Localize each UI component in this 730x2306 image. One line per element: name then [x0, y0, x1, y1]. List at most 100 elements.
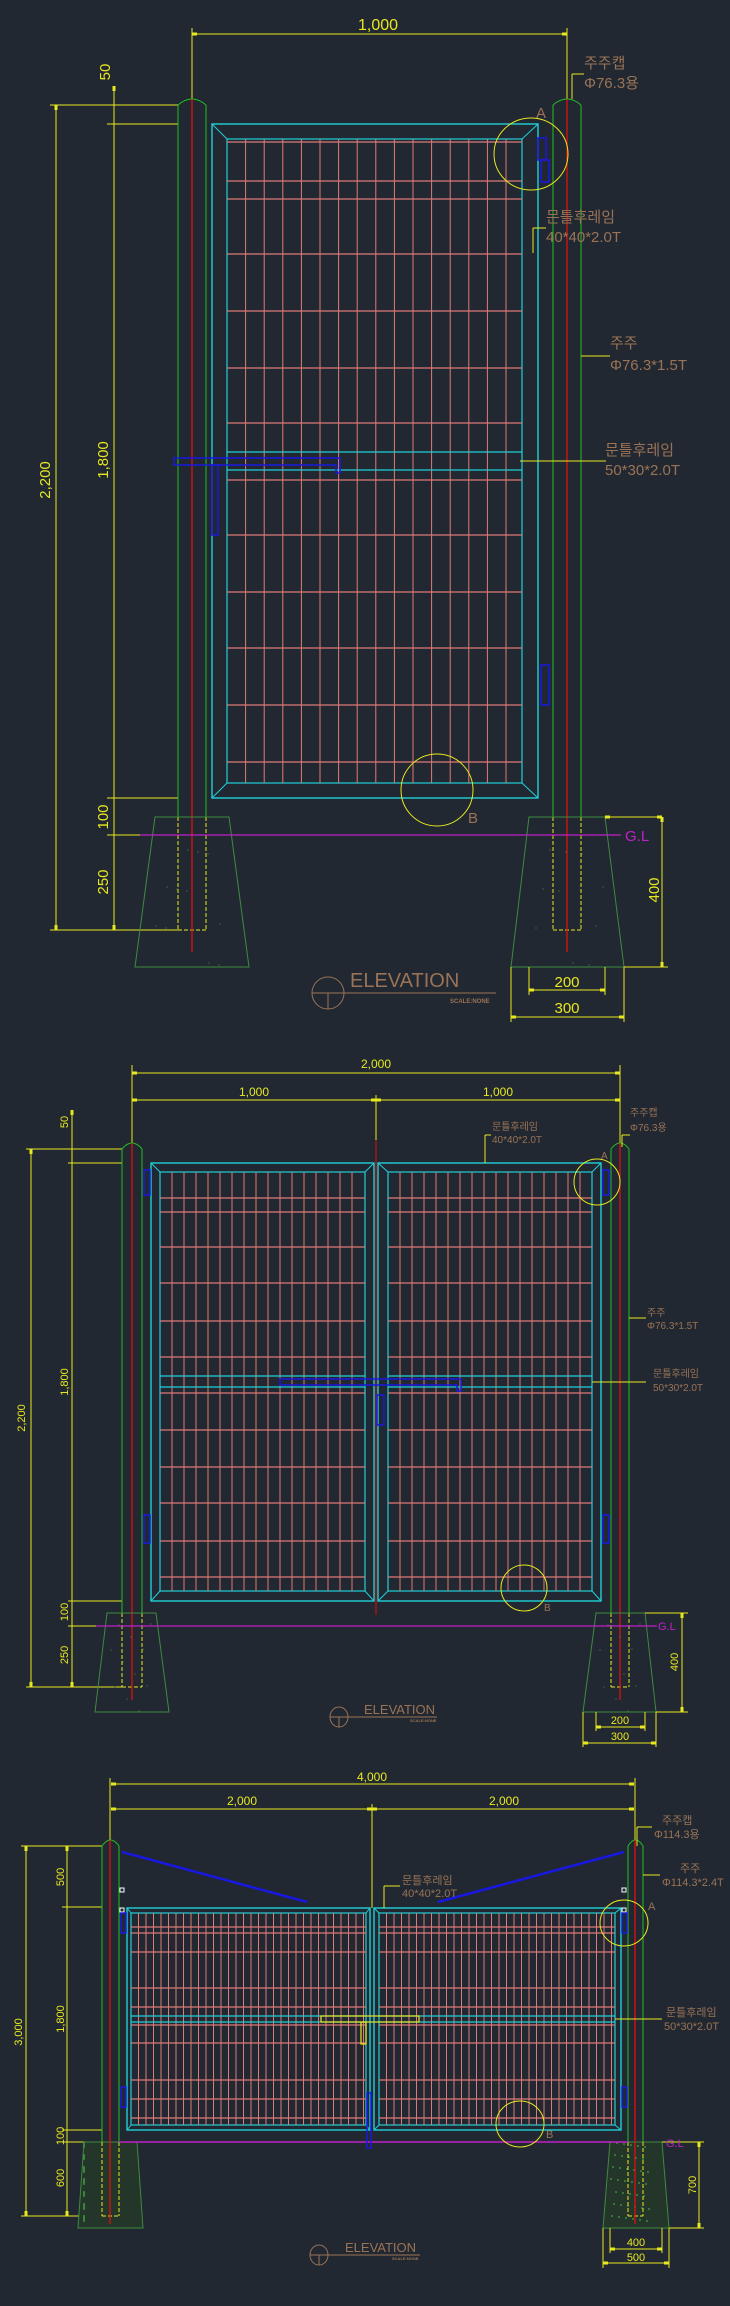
concrete-speckle: [595, 1612, 597, 1614]
concrete-speckle: [83, 2183, 85, 2185]
concrete-speckle: [602, 886, 604, 888]
concrete-footing: [94, 1612, 170, 1713]
concrete-speckle: [83, 2171, 85, 2173]
dim-line-footing-bottom-arrow: [583, 1741, 588, 1745]
dim-height-gate: 1,800: [55, 2005, 67, 2033]
detail-circle-a: [599, 1899, 649, 1947]
concrete-speckle: [83, 2208, 85, 2210]
dim-line-leaf-left-arrow: [367, 1807, 372, 1811]
concrete-speckle: [614, 2154, 616, 2156]
dim-height-total: 2,200: [16, 1404, 28, 1432]
concrete-speckle: [138, 1710, 140, 1712]
latch-bar: [173, 457, 341, 474]
concrete-speckle: [197, 851, 199, 853]
frame-miter: [211, 123, 228, 140]
concrete-speckle: [122, 1661, 124, 1663]
label-frame-top: 문틀후레임: [492, 1120, 538, 1133]
diagonal-brace: [121, 1850, 308, 1904]
concrete-speckle: [155, 925, 157, 927]
concrete-footing: [134, 816, 250, 968]
detail-marker-b: B: [468, 810, 478, 827]
ground-level-label: G.L: [666, 2138, 684, 2150]
concrete-speckle: [207, 853, 209, 855]
concrete-speckle: [639, 2219, 641, 2221]
concrete-speckle: [588, 964, 590, 966]
label-post: 주주: [680, 1863, 700, 1875]
dim-line-footing-top-arrow: [600, 988, 605, 992]
dim-height-gate: 1,800: [95, 441, 112, 479]
label-frame-top: 문틀후레임: [402, 1874, 453, 1887]
hinge: [621, 1912, 628, 1934]
view-title: ELEVATION: [364, 1702, 435, 1717]
concrete-speckle: [632, 2218, 634, 2220]
concrete-speckle: [118, 1624, 120, 1626]
concrete-speckle: [615, 2191, 617, 2193]
dim-width: 1,000: [358, 17, 398, 34]
label-post-spec: Φ114.3*2.4T: [662, 1877, 724, 1889]
concrete-speckle: [637, 2145, 639, 2147]
concrete-speckle: [630, 2144, 632, 2146]
concrete-speckle: [648, 2208, 650, 2210]
frame-miter: [373, 1907, 380, 1914]
dim-line-footing-depth-arrow: [680, 1707, 684, 1712]
dim-width: 4,000: [357, 1770, 387, 1784]
gate-frame-outer: [150, 1162, 375, 1602]
dim-line-footing-bottom-arrow: [651, 1741, 656, 1745]
concrete-speckle: [624, 2180, 626, 2182]
detail-circle-a: [573, 1158, 621, 1206]
concrete-speckle: [581, 853, 583, 855]
concrete-speckle: [629, 2193, 631, 2195]
concrete-speckle: [565, 851, 567, 853]
detail-marker-a: A: [648, 1901, 656, 1913]
dim-footing-top: 200: [554, 974, 579, 991]
frame-miter: [211, 782, 228, 799]
frame-miter: [591, 1590, 602, 1602]
hinge: [143, 1169, 151, 1196]
concrete-speckle: [619, 2167, 621, 2169]
concrete-speckle: [154, 816, 156, 818]
dim-height-total: 2,200: [37, 461, 54, 499]
concrete-speckle: [623, 2143, 625, 2145]
latch-bar: [320, 2015, 420, 2023]
dim-line-footing-bottom-arrow: [664, 2261, 669, 2265]
dim-line-footing-bottom-arrow: [619, 1015, 624, 1019]
dim-line-footing-top-arrow: [596, 1725, 601, 1729]
dim-footing-bottom: 500: [627, 2252, 645, 2264]
dim-line-height-chain-arrow: [112, 86, 116, 91]
dim-line-footing-depth-arrow: [697, 2223, 701, 2228]
label-frame-top-spec: 40*40*2.0T: [546, 229, 621, 246]
concrete-speckle: [599, 1649, 601, 1651]
label-post-spec: Φ76.3*1.5T: [610, 357, 687, 374]
dim-leaf-left: 1,000: [239, 1085, 269, 1099]
diagonal-brace: [437, 1850, 625, 1904]
dim-line-width-arrow: [562, 32, 567, 36]
detail-marker-a: A: [536, 105, 546, 122]
dim-leaf-left: 2,000: [227, 1794, 257, 1808]
concrete-speckle: [83, 2195, 85, 2197]
gate-frame-inner: [387, 1171, 593, 1592]
dim-line-footing-bottom-arrow: [603, 2261, 608, 2265]
label-post-cap: 주주캡: [584, 55, 625, 72]
frame-miter: [150, 1590, 161, 1602]
detail-marker-b: B: [544, 1603, 551, 1614]
concrete-speckle: [635, 1685, 637, 1687]
brace-bolt: [621, 1907, 627, 1913]
dim-line-footing-depth-arrow: [697, 2142, 701, 2147]
dim-height-total: 3,000: [13, 2018, 25, 2046]
concrete-speckle: [638, 2182, 640, 2184]
label-post-cap-spec: Φ76.3용: [630, 1122, 667, 1134]
hinge: [120, 2086, 127, 2108]
dim-line-height-total-arrow: [24, 1846, 28, 1851]
ground-level-label: G.L: [625, 828, 649, 845]
concrete-speckle: [528, 816, 530, 818]
label-frame-top-spec: 40*40*2.0T: [492, 1135, 542, 1146]
dim-gap: 100: [55, 2127, 67, 2145]
elevation-double-gate-2000: 2,000 1,000 1,000 50 2,200 1,800 100 250…: [16, 1057, 703, 1743]
frame-miter: [373, 2124, 380, 2131]
concrete-speckle: [549, 849, 551, 851]
label-frame-mid: 문틀후레임: [653, 1367, 699, 1380]
concrete-speckle: [110, 1649, 112, 1651]
dim-footing-top: 200: [611, 1715, 629, 1727]
dim-line-height-total-arrow: [29, 1682, 33, 1687]
